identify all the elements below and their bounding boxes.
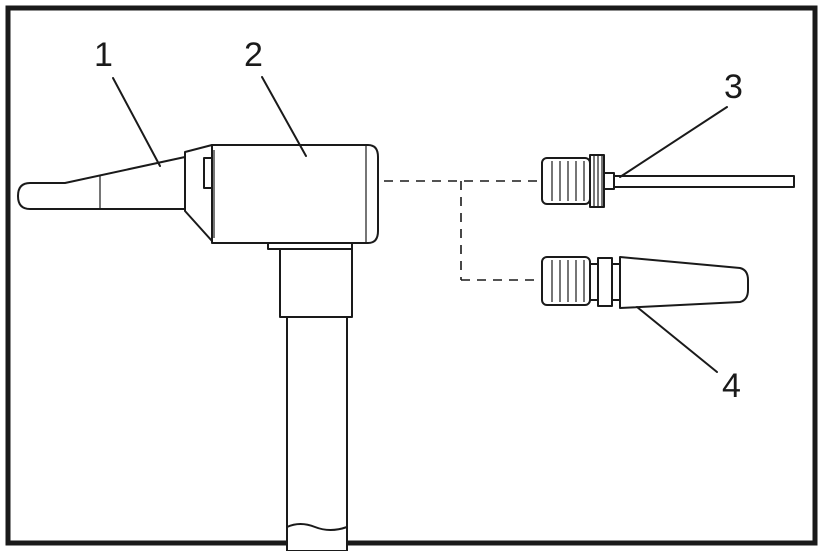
leader-1 <box>112 77 161 167</box>
callout-4: 4 <box>722 367 741 405</box>
connection-lines <box>384 180 538 281</box>
callout-3: 3 <box>724 68 743 106</box>
tapered-attachment <box>541 256 749 309</box>
leader-4 <box>636 306 718 373</box>
main-body <box>211 144 379 244</box>
leader-2 <box>261 76 307 157</box>
needle-attachment <box>541 154 795 208</box>
callout-1: 1 <box>94 36 113 74</box>
leader-lines <box>112 76 728 373</box>
leader-3 <box>619 106 728 178</box>
handle-tube <box>267 242 353 551</box>
callout-2: 2 <box>244 36 263 74</box>
